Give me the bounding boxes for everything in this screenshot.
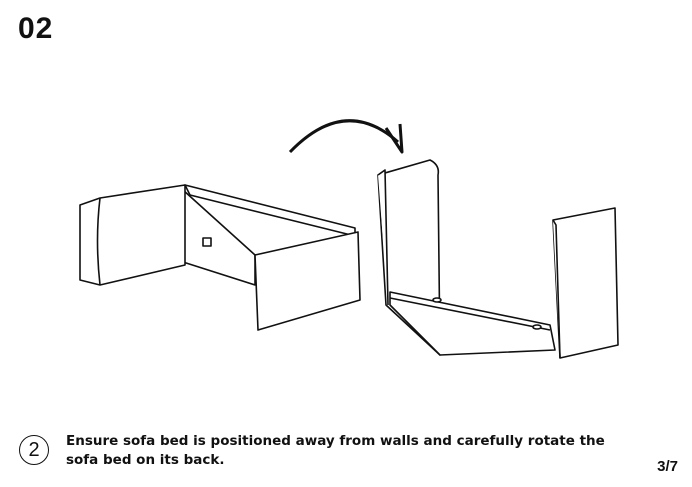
page-number: 3/7	[657, 458, 678, 475]
rotation-arrow-icon	[288, 119, 404, 154]
rotate-sofa-illustration	[79, 119, 619, 359]
step-number-badge: 2	[19, 435, 49, 465]
sofa-upright-drawing	[79, 184, 361, 331]
instruction-text: Ensure sofa bed is positioned away from …	[66, 433, 605, 468]
sofa-on-back-drawing	[377, 159, 619, 359]
step-title: 02	[18, 12, 54, 45]
